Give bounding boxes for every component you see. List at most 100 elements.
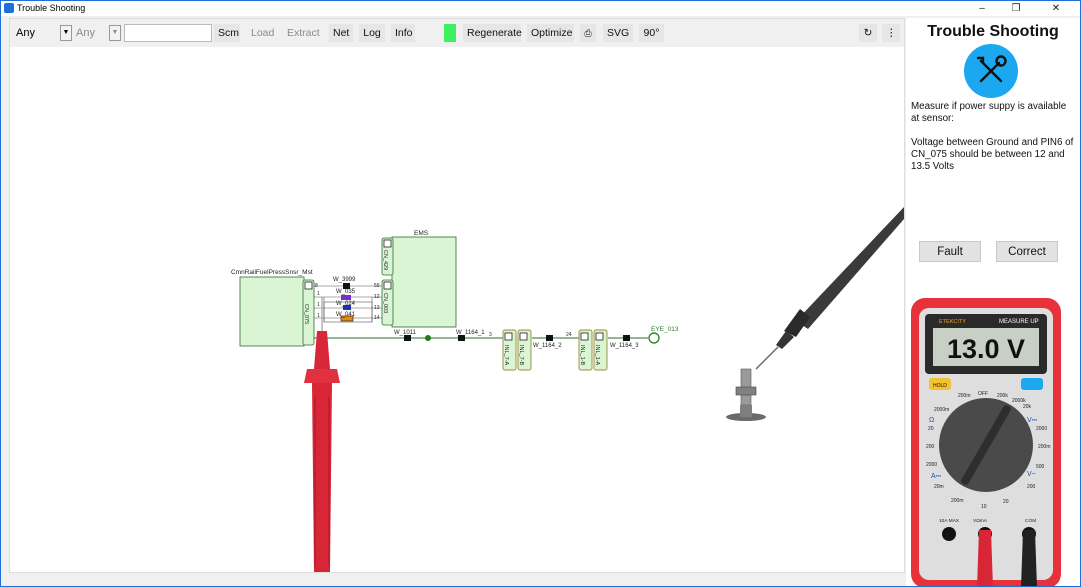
ems-block[interactable] — [391, 236, 457, 328]
w-1164-3-splice[interactable] — [623, 335, 630, 341]
inl-7a-label: INL_7-A — [503, 345, 509, 366]
filter-select-1[interactable]: Any ▼ — [16, 25, 72, 41]
10a-jack[interactable] — [942, 527, 956, 541]
close-button[interactable]: ✕ — [1051, 3, 1061, 14]
net-button[interactable]: Net — [329, 24, 353, 42]
svg-text:10A MAX: 10A MAX — [939, 518, 960, 524]
optimize-button[interactable]: Optimize — [527, 24, 574, 42]
svg-text:OFF: OFF — [978, 391, 988, 397]
pin-label: 1 — [317, 291, 320, 297]
svg-button[interactable]: SVG — [603, 24, 633, 42]
black-lead — [1021, 530, 1037, 586]
instructions: Measure if power suppy is available at s… — [911, 101, 1076, 185]
pin-label: 24 — [566, 332, 572, 338]
export-icon[interactable]: ⎙ — [580, 24, 596, 42]
app-icon — [4, 3, 14, 13]
connector-expand-icon[interactable] — [519, 332, 528, 341]
connector-expand-icon[interactable] — [383, 239, 392, 248]
svg-text:500: 500 — [1036, 464, 1045, 470]
schematic-drawing: EMS CN_429 CN_003 CmnRailFuelPressSnsr_M… — [231, 207, 904, 572]
correct-button[interactable]: Correct — [996, 241, 1058, 262]
w-035-splice[interactable] — [341, 295, 351, 300]
w-1011-splice[interactable] — [404, 335, 411, 341]
red-lead — [977, 530, 993, 586]
pin-label: 1 — [317, 302, 320, 308]
w-3999-label: W_3999 — [333, 277, 356, 283]
inl-1a-label: INL_1-A — [594, 345, 600, 366]
connector-expand-icon[interactable] — [383, 281, 392, 290]
chevron-down-icon[interactable]: ▼ — [60, 25, 72, 41]
connector-expand-icon[interactable] — [595, 332, 604, 341]
w-041-splice[interactable] — [340, 315, 354, 322]
more-options-icon[interactable]: ⋮ — [882, 24, 900, 42]
pin-label: 12 — [374, 294, 380, 300]
svg-text:200: 200 — [926, 444, 935, 450]
svg-text:200m: 200m — [958, 393, 971, 399]
w-1164-1-splice[interactable] — [458, 335, 465, 341]
svg-text:2000: 2000 — [926, 462, 937, 468]
hold-button[interactable] — [929, 378, 951, 390]
svg-text:V⎓: V⎓ — [1027, 417, 1038, 424]
tools-icon — [964, 44, 1018, 98]
w-024-splice[interactable] — [343, 305, 351, 310]
extract-button[interactable]: Extract — [287, 27, 320, 39]
w-1164-2-splice[interactable] — [546, 335, 553, 341]
info-button[interactable]: Info — [391, 24, 415, 42]
unit-labels: Ω V⎓ V~ A⎓ — [929, 417, 1038, 480]
w-3999-splice[interactable] — [343, 283, 350, 289]
red-probe[interactable] — [304, 297, 340, 572]
minimize-button[interactable]: – — [979, 3, 985, 14]
backlight-button[interactable] — [1021, 378, 1043, 390]
svg-text:VΩmA: VΩmA — [973, 518, 988, 524]
w-1164-3-label: W_1164_3 — [610, 343, 639, 349]
scm-button[interactable]: Scm — [214, 24, 240, 42]
svg-text:10: 10 — [981, 504, 987, 510]
sensor-label: CmnRailFuelPressSnsr_Mst — [231, 269, 313, 276]
search-input[interactable] — [124, 24, 212, 42]
w-024-label: W_024 — [336, 301, 356, 307]
cn-075-label: CN_075 — [303, 304, 309, 324]
inl-7b-label: INL_7-B — [518, 345, 524, 366]
cn-429-label: CN_429 — [382, 250, 388, 270]
regenerate-button[interactable]: Regenerate — [463, 24, 522, 42]
rotate-button[interactable]: 90° — [639, 24, 664, 42]
status-indicator — [444, 24, 456, 42]
chevron-down-icon[interactable]: ▼ — [109, 25, 121, 41]
multimeter-lcd — [933, 328, 1039, 366]
log-button[interactable]: Log — [359, 24, 385, 42]
multimeter: ETEKCITY MEASURE UP 13.0 V HOLD OFF 200m… — [911, 298, 1061, 586]
pin-label: 1 — [317, 313, 320, 319]
instruction-step: Measure if power suppy is available at s… — [911, 101, 1067, 124]
fault-button[interactable]: Fault — [919, 241, 981, 262]
filter-select-1-value: Any — [16, 27, 35, 39]
w-041-label: W_041 — [336, 312, 356, 318]
svg-text:200m: 200m — [1038, 444, 1051, 450]
svg-text:20k: 20k — [1023, 404, 1032, 410]
multimeter-brand: ETEKCITY — [939, 319, 966, 325]
window-title: Trouble Shooting — [17, 3, 86, 13]
schematic-canvas[interactable]: EMS CN_429 CN_003 CmnRailFuelPressSnsr_M… — [10, 47, 904, 572]
load-button[interactable]: Load — [251, 27, 275, 39]
ground-stud[interactable] — [726, 368, 766, 421]
instruction-detail: Voltage between Ground and PIN6 of CN_07… — [911, 137, 1074, 172]
maximize-button[interactable]: ❐ — [1011, 3, 1021, 14]
refresh-icon[interactable]: ↻ — [859, 24, 877, 42]
connector-expand-icon[interactable] — [504, 332, 513, 341]
svg-text:2000m: 2000m — [934, 407, 949, 413]
eye-013-terminal[interactable] — [648, 332, 660, 344]
sensor-block[interactable] — [239, 276, 305, 347]
svg-text:200k: 200k — [997, 393, 1008, 399]
filter-select-2[interactable]: Any ▼ — [76, 25, 121, 41]
cn-003-connector[interactable] — [381, 279, 394, 326]
inl-1b-label: INL_1-B — [579, 345, 585, 366]
trouble-shooting-panel: Trouble Shooting Measure if power suppy … — [906, 18, 1080, 586]
svg-text:20: 20 — [1003, 499, 1009, 505]
junction-dot — [425, 335, 431, 341]
connector-collapse-icon[interactable] — [304, 281, 313, 290]
title-bar: Trouble Shooting – ❐ ✕ — [1, 1, 1080, 16]
connector-expand-icon[interactable] — [580, 332, 589, 341]
ems-label: EMS — [414, 230, 429, 237]
cn-075-connector[interactable] — [302, 279, 315, 346]
black-probe[interactable] — [755, 207, 904, 370]
